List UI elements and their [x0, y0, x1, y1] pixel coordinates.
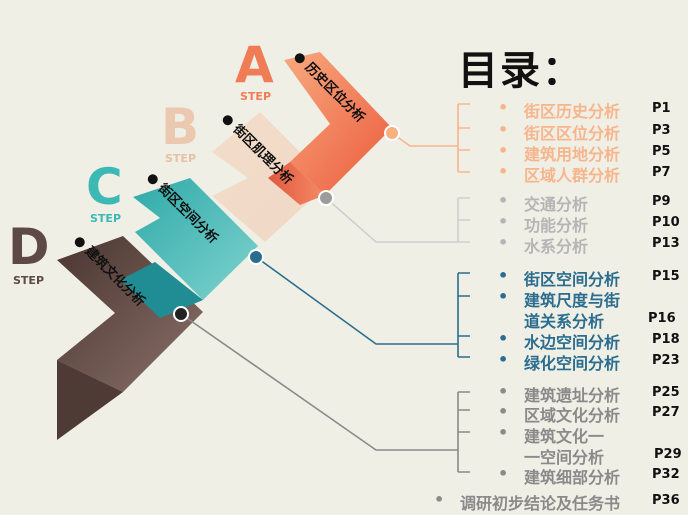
toc-item[interactable]: 功能分析 — [524, 216, 589, 235]
toc-item[interactable]: 建筑用地分析 — [524, 145, 621, 164]
toc-page: P7 — [652, 165, 671, 180]
toc-final-item[interactable]: 调研初步结论及任务书 — [460, 494, 621, 513]
connector-dot-b — [318, 190, 334, 206]
connector-dot-a — [384, 125, 400, 141]
toc-item[interactable]: 区域文化分析 — [524, 406, 621, 425]
toc-item-cont[interactable]: 一空间分析 — [524, 448, 605, 467]
toc-page: P5 — [652, 144, 671, 159]
step-letter-d: D — [8, 218, 50, 276]
connector-dot-d — [173, 306, 189, 322]
step-letter-c: C — [86, 158, 123, 216]
toc-page: P13 — [652, 236, 680, 251]
toc-item[interactable]: 建筑文化一 — [524, 427, 605, 446]
chevron-a — [268, 52, 392, 205]
toc-item[interactable]: 街区空间分析 — [524, 270, 621, 289]
toc-item[interactable]: 街区区位分析 — [524, 124, 621, 143]
chevron-c — [120, 178, 258, 318]
toc-item-cont[interactable]: 道关系分析 — [524, 312, 605, 331]
toc-item[interactable]: 区域人群分析 — [524, 166, 621, 185]
toc-page: P27 — [652, 405, 680, 420]
toc-page: P29 — [654, 447, 682, 462]
toc-page: P32 — [652, 467, 680, 482]
toc-page: P9 — [652, 194, 671, 209]
step-label-b: STEP — [165, 152, 197, 165]
step-label-d: STEP — [13, 274, 45, 287]
toc-page: P10 — [652, 215, 680, 230]
toc-page: P36 — [652, 493, 680, 508]
toc-item[interactable]: 建筑尺度与街 — [524, 291, 621, 310]
connector-dot-c — [248, 249, 264, 265]
toc-item[interactable]: 建筑遗址分析 — [524, 386, 621, 405]
toc-page: P18 — [652, 332, 680, 347]
toc-item[interactable]: 交通分析 — [524, 195, 589, 214]
step-label-a: STEP — [240, 90, 272, 103]
toc-page: P1 — [652, 101, 671, 116]
toc-page: P3 — [652, 123, 671, 138]
step-letter-b: B — [161, 98, 200, 156]
toc-page: P16 — [648, 311, 676, 326]
step-letter-a: A — [235, 36, 274, 94]
toc-page: P23 — [652, 353, 680, 368]
chevron-d — [57, 236, 203, 440]
toc-item[interactable]: 水边空间分析 — [524, 333, 621, 352]
toc-item[interactable]: 建筑细部分析 — [524, 468, 621, 487]
toc-item[interactable]: 绿化空间分析 — [524, 354, 621, 373]
toc-page: P15 — [652, 269, 680, 284]
toc-item[interactable]: 水系分析 — [524, 237, 589, 256]
toc-page: P25 — [652, 385, 680, 400]
page-title: 目录： — [458, 48, 584, 94]
toc-item[interactable]: 街区历史分析 — [524, 102, 621, 121]
step-label-c: STEP — [90, 212, 122, 225]
